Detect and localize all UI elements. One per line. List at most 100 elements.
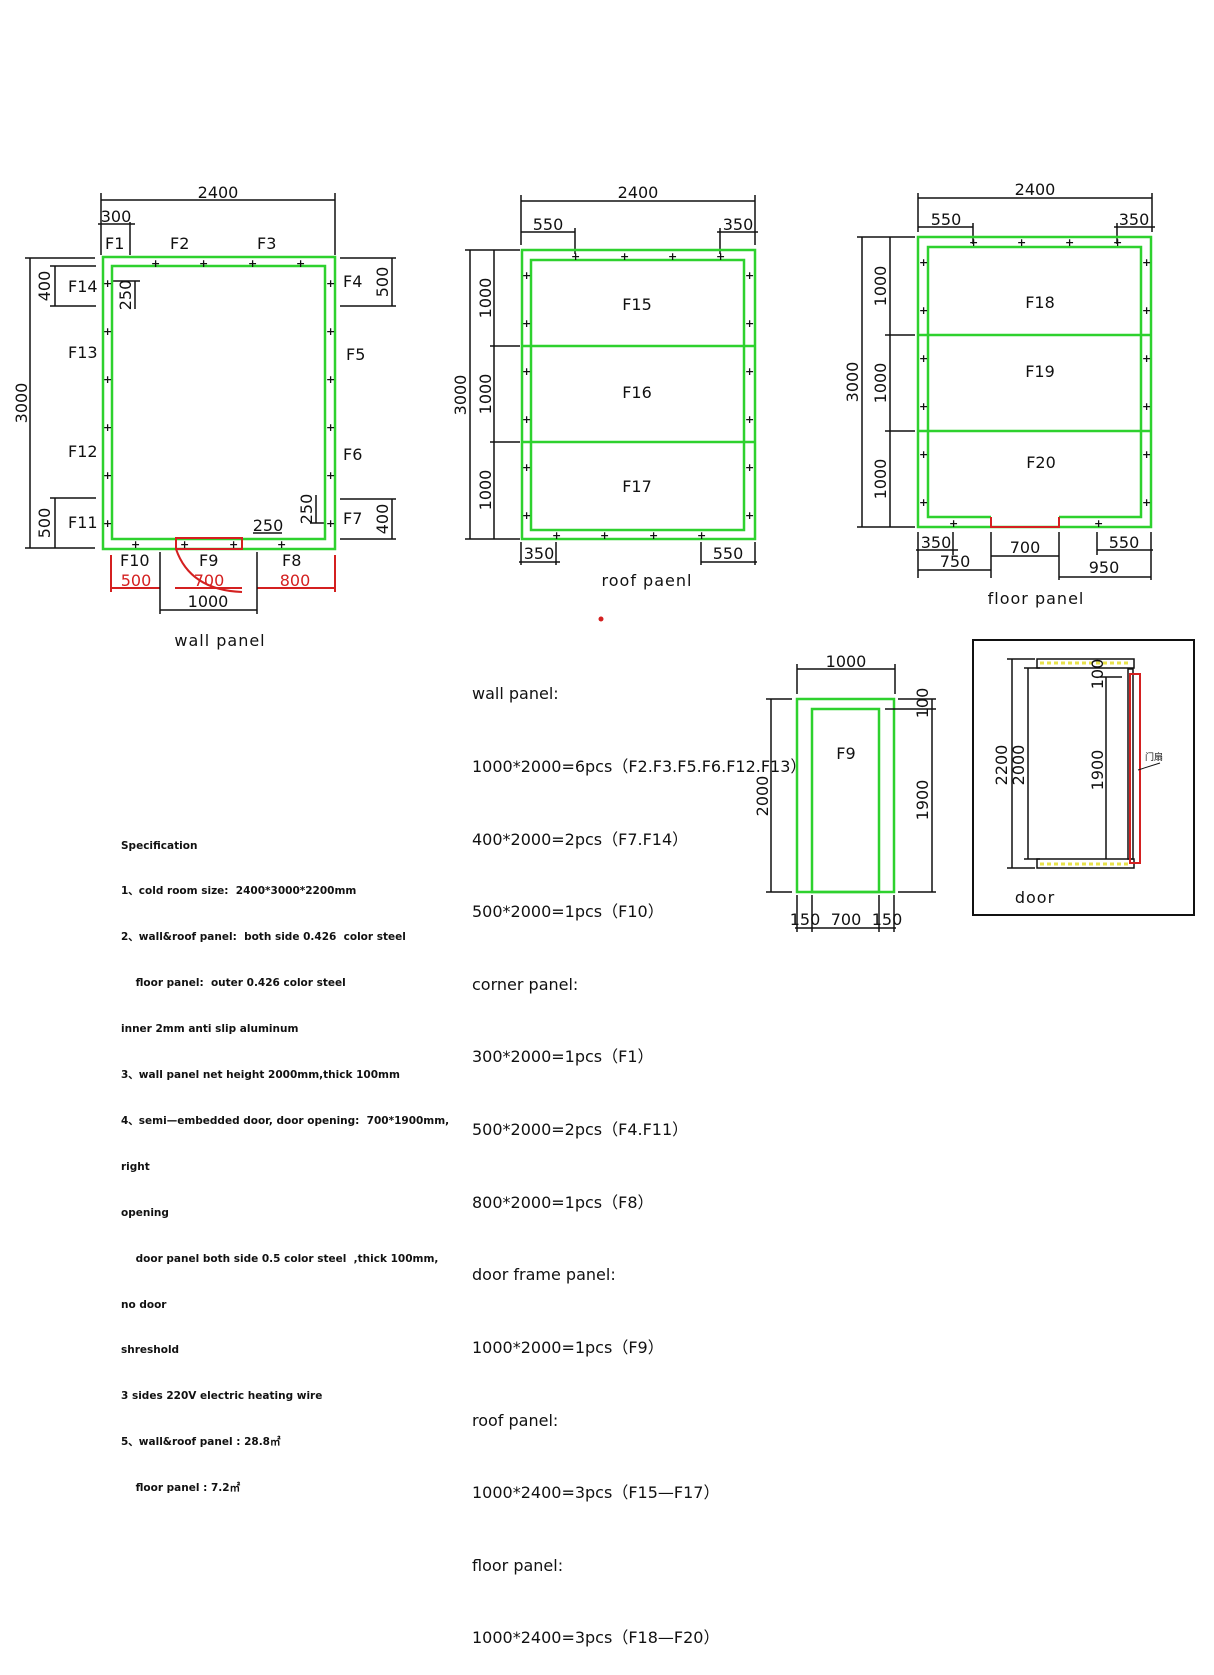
label-f18: F18 bbox=[1025, 293, 1055, 312]
svg-text:+: + bbox=[919, 448, 928, 461]
door-opening-dim: 1900 bbox=[1088, 750, 1107, 791]
svg-text:+: + bbox=[522, 365, 531, 378]
f9-width-dim: 1000 bbox=[826, 652, 867, 671]
label-f8: F8 bbox=[282, 551, 301, 570]
svg-text:+: + bbox=[697, 529, 706, 542]
door-top-dim: 100 bbox=[1088, 659, 1107, 690]
roof-panel-plan: 2400 550 350 3000 1000 1000 1000 ++++ ++… bbox=[451, 183, 758, 590]
label-f1: F1 bbox=[105, 234, 124, 253]
svg-text:+: + bbox=[919, 352, 928, 365]
bom-line: 1000*2000=6pcs（F2.F3.F5.F6.F12.F13） bbox=[472, 757, 807, 777]
spec-line: floor panel: outer 0.426 color steel bbox=[121, 977, 346, 990]
wall-width-dim: 2400 bbox=[198, 183, 239, 202]
svg-text:+: + bbox=[103, 469, 112, 482]
roof-width-dim: 2400 bbox=[618, 183, 659, 202]
floor-bottom-dim: 750 bbox=[940, 552, 971, 571]
svg-text:+: + bbox=[949, 517, 958, 530]
svg-text:+: + bbox=[1142, 256, 1151, 269]
label-f12: F12 bbox=[68, 442, 98, 461]
svg-text:+: + bbox=[1142, 304, 1151, 317]
svg-text:+: + bbox=[745, 269, 754, 282]
door-panel-dim: 1000 bbox=[188, 592, 229, 611]
svg-text:+: + bbox=[716, 250, 725, 263]
bom-line: corner panel: bbox=[472, 974, 579, 994]
f11-dim: 500 bbox=[35, 508, 54, 539]
floor-top-left-dim: 550 bbox=[931, 210, 962, 229]
f9-top-dim: 100 bbox=[913, 688, 932, 719]
spec-line: 5、wall&roof panel : 28.8㎡ bbox=[121, 1436, 281, 1449]
svg-text:+: + bbox=[103, 517, 112, 530]
bom-line: roof panel: bbox=[472, 1410, 559, 1430]
specification-notes: Specification 1、cold room size: 2400*300… bbox=[121, 808, 449, 1512]
label-f20: F20 bbox=[1026, 453, 1056, 472]
svg-text:+: + bbox=[522, 413, 531, 426]
svg-text:+: + bbox=[103, 277, 112, 290]
door-outer-dim: 2200 bbox=[992, 745, 1011, 786]
label-f9: F9 bbox=[199, 551, 218, 570]
label-f6: F6 bbox=[343, 445, 362, 464]
f14-dim: 400 bbox=[35, 271, 54, 302]
f9-bottom-dim: 150 bbox=[872, 910, 903, 929]
floor-row-dim: 1000 bbox=[871, 363, 890, 404]
bom-line: 500*2000=2pcs（F4.F11） bbox=[472, 1120, 689, 1140]
f9-opening-dim: 1900 bbox=[913, 780, 932, 821]
roof-bottom-left-dim: 350 bbox=[524, 544, 555, 563]
svg-text:+: + bbox=[745, 461, 754, 474]
svg-text:+: + bbox=[522, 317, 531, 330]
roof-top-right-dim: 350 bbox=[723, 215, 754, 234]
floor-depth-dim: 3000 bbox=[843, 362, 862, 403]
label-f3: F3 bbox=[257, 234, 276, 253]
svg-text:+: + bbox=[326, 277, 335, 290]
bom-line: 400*2000=2pcs（F7.F14） bbox=[472, 829, 689, 849]
svg-text:+: + bbox=[277, 538, 286, 551]
bill-of-materials: wall panel: 1000*2000=6pcs（F2.F3.F5.F6.F… bbox=[472, 634, 806, 1675]
svg-text:+: + bbox=[1094, 517, 1103, 530]
svg-text:+: + bbox=[745, 317, 754, 330]
door-section-detail: 2200 2000 100 1900 门扇 door bbox=[992, 658, 1163, 907]
floor-bottom-dim: 350 bbox=[921, 533, 952, 552]
roof-row-dim: 1000 bbox=[476, 374, 495, 415]
label-f5: F5 bbox=[346, 345, 365, 364]
svg-text:+: + bbox=[919, 304, 928, 317]
floor-top-right-dim: 350 bbox=[1119, 210, 1150, 229]
floor-width-dim: 2400 bbox=[1015, 180, 1056, 199]
svg-text:+: + bbox=[522, 269, 531, 282]
svg-text:+: + bbox=[326, 325, 335, 338]
svg-text:+: + bbox=[1142, 496, 1151, 509]
label-f17: F17 bbox=[622, 477, 652, 496]
wall-depth-dim: 3000 bbox=[12, 383, 31, 424]
door-frame-detail: 1000 F9 2000 100 1900 150 700 150 bbox=[753, 652, 936, 932]
svg-text:+: + bbox=[1142, 400, 1151, 413]
svg-text:+: + bbox=[1017, 236, 1026, 249]
svg-text:+: + bbox=[326, 421, 335, 434]
floor-bottom-dim: 950 bbox=[1089, 558, 1120, 577]
roof-bottom-right-dim: 550 bbox=[713, 544, 744, 563]
floor-panel-caption: floor panel bbox=[988, 589, 1085, 608]
bom-line: 1000*2000=1pcs（F9） bbox=[472, 1337, 664, 1357]
svg-text:+: + bbox=[326, 469, 335, 482]
floor-panel-plan: 2400 550 350 3000 1000 1000 1000 ++++ ++… bbox=[843, 180, 1155, 608]
f10-red-dim: 500 bbox=[121, 571, 152, 590]
svg-text:+: + bbox=[668, 250, 677, 263]
spec-line: 4、semi—embedded door, door opening: 700*… bbox=[121, 1114, 450, 1127]
label-f19: F19 bbox=[1025, 362, 1055, 381]
wall-panel-plan: 2400 300 3000 400 250 500 500 400 250 2 bbox=[12, 183, 396, 650]
wall-panel-caption: wall panel bbox=[174, 631, 265, 650]
f9-height-dim: 2000 bbox=[753, 776, 772, 817]
svg-text:+: + bbox=[199, 257, 208, 270]
drawing-canvas: 2400 300 3000 400 250 500 500 400 250 2 bbox=[12, 180, 1163, 932]
f8-red-dim: 800 bbox=[280, 571, 311, 590]
f14-offset-dim: 250 bbox=[116, 280, 135, 311]
roof-row-dim: 1000 bbox=[476, 278, 495, 319]
label-f2: F2 bbox=[170, 234, 189, 253]
svg-text:+: + bbox=[571, 250, 580, 263]
svg-text:+: + bbox=[103, 373, 112, 386]
floor-bottom-dim: 550 bbox=[1109, 533, 1140, 552]
label-f4: F4 bbox=[343, 272, 362, 291]
roof-top-left-dim: 550 bbox=[533, 215, 564, 234]
label-f7: F7 bbox=[343, 509, 362, 528]
door-leaf-note: 门扇 bbox=[1145, 751, 1163, 763]
f8-offset-dim: 250 bbox=[253, 516, 284, 535]
bom-line: 1000*2400=3pcs（F15—F17） bbox=[472, 1483, 720, 1503]
f7-dim: 400 bbox=[373, 504, 392, 535]
